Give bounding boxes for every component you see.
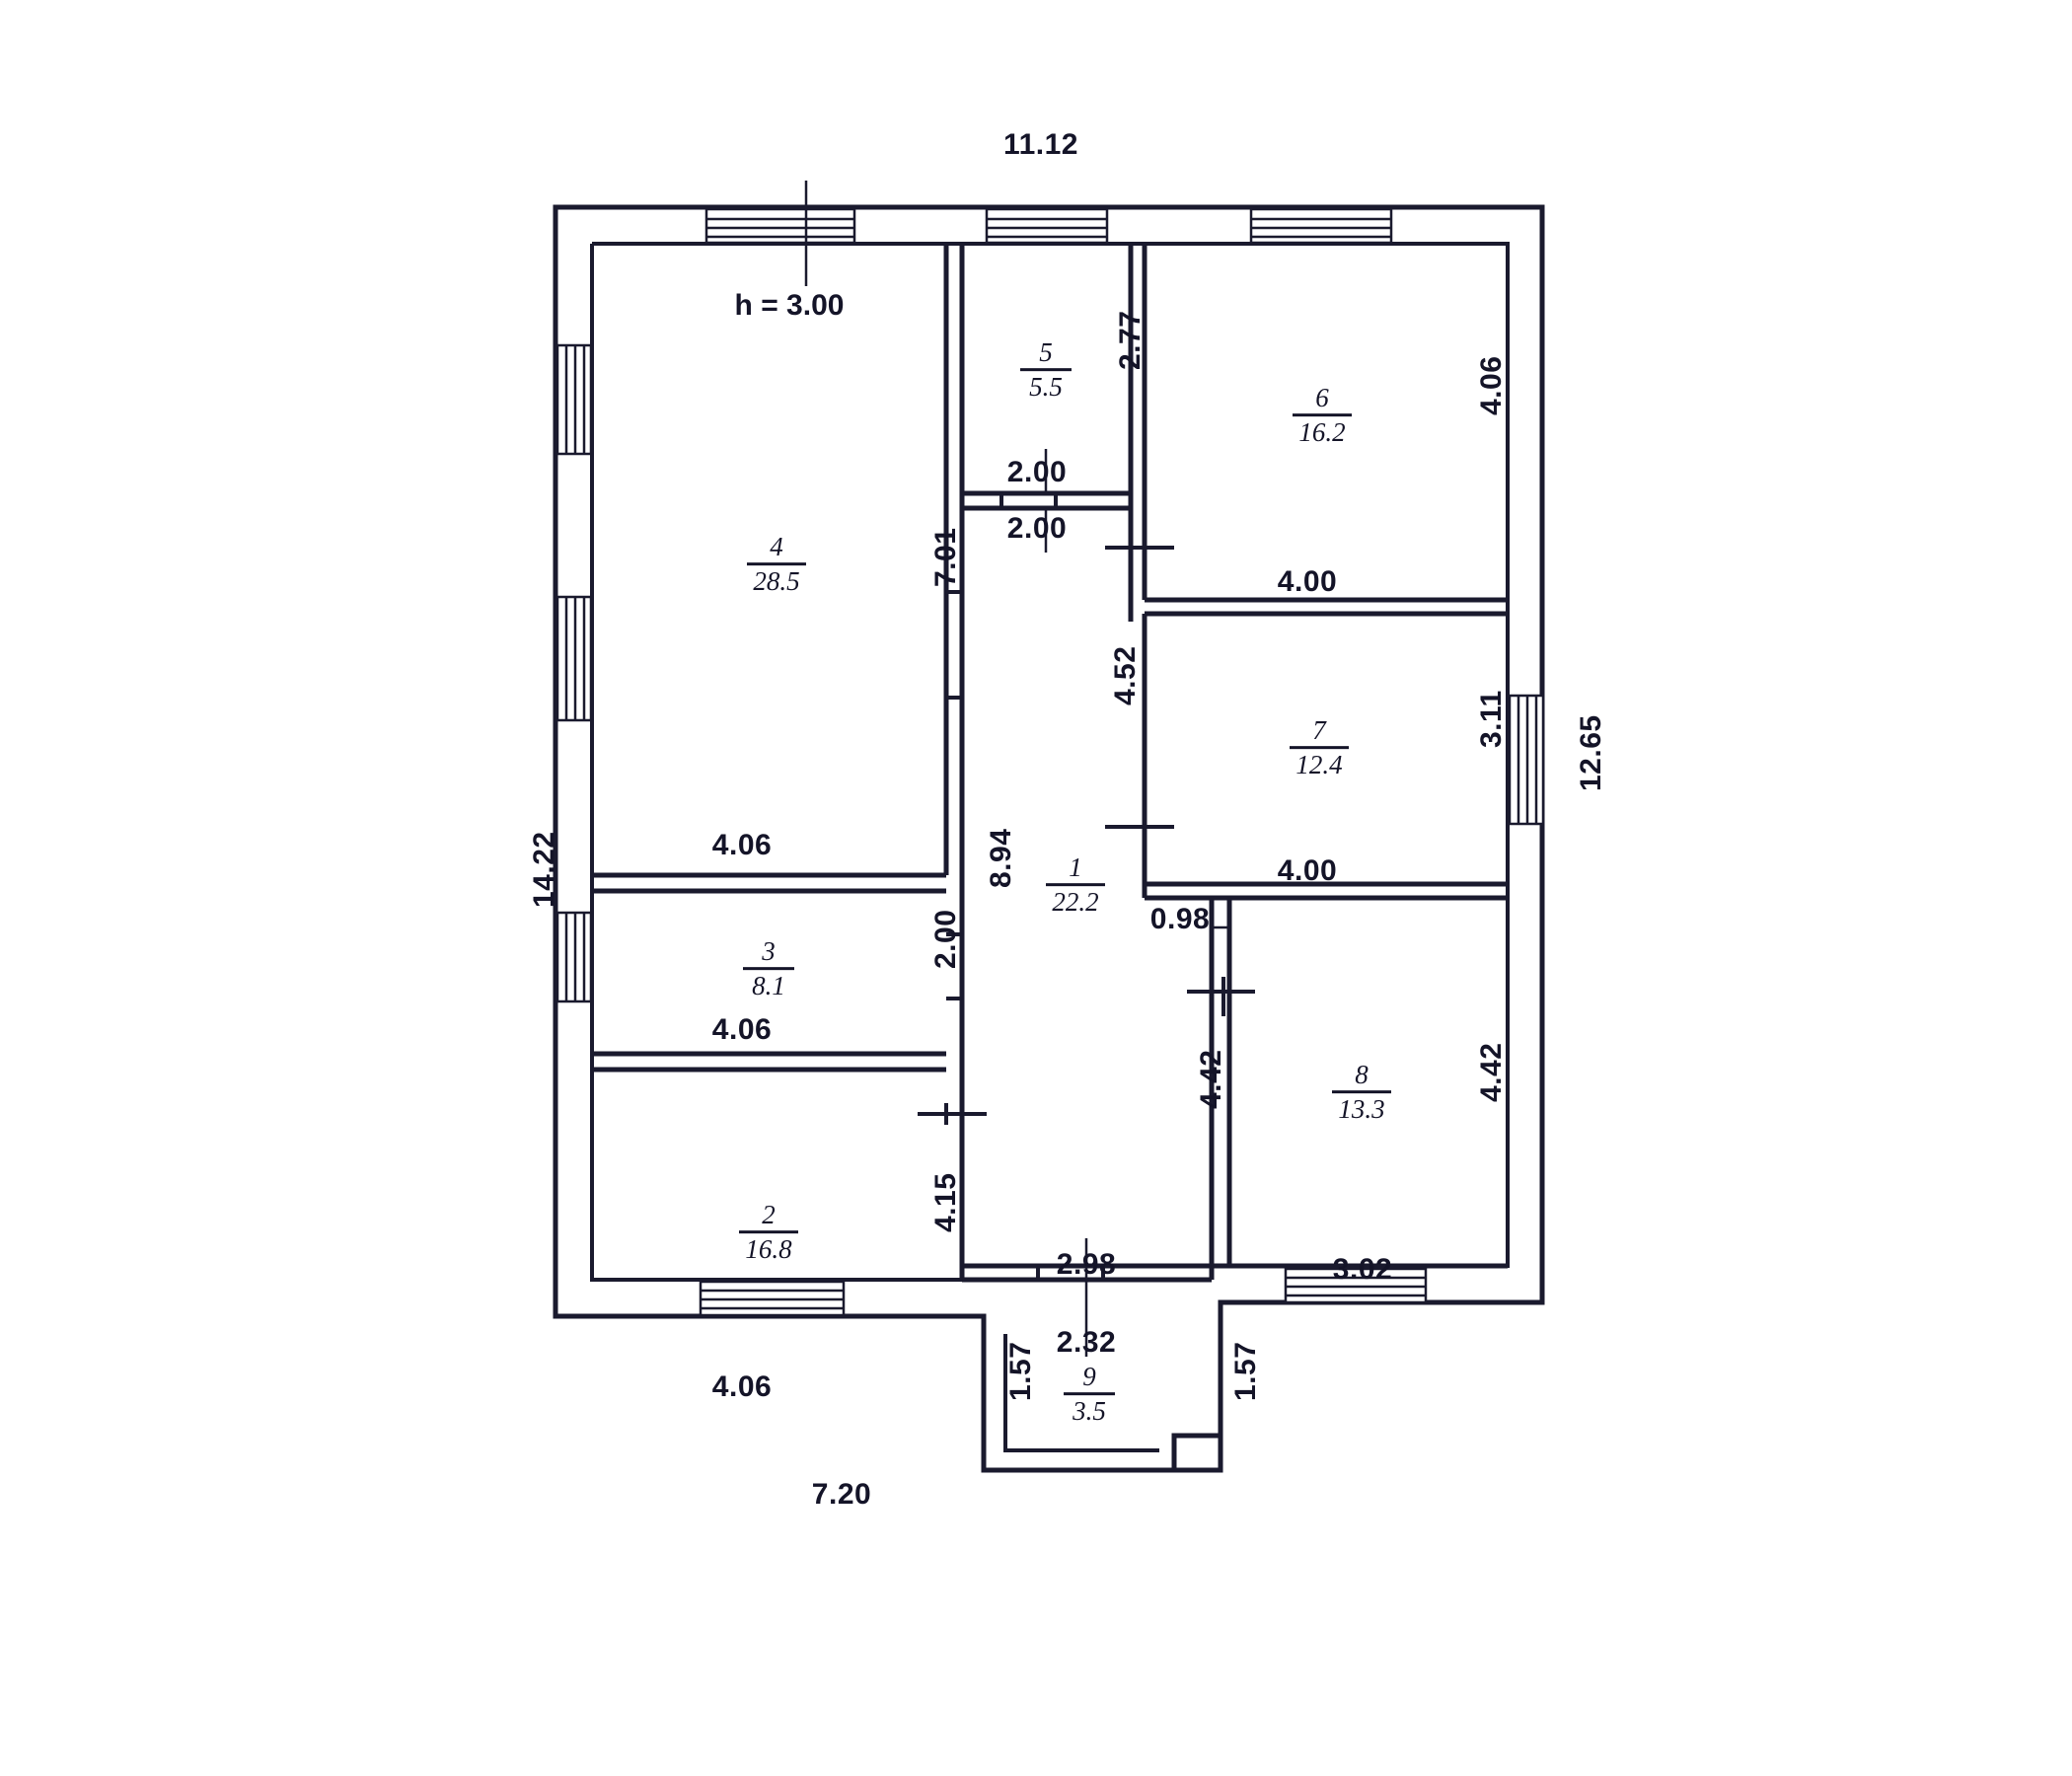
ceiling-height-note: h = 3.00: [734, 289, 845, 322]
room-label-9: 9 3.5: [1064, 1363, 1115, 1426]
fraction-bar: [1290, 746, 1349, 750]
room-number: 6: [1315, 383, 1329, 413]
exterior-wall-outer: [553, 204, 1545, 1473]
dimension-room6-height: 4.06: [1475, 355, 1508, 415]
dimension-porch-top: 2.98: [1056, 1248, 1117, 1281]
partition-room4-room3: [592, 872, 946, 894]
fraction-bar: [1064, 1392, 1115, 1396]
window-top-right: [1249, 207, 1393, 245]
room-label-3: 3 8.1: [743, 937, 794, 1000]
room-label-8: 8 13.3: [1332, 1061, 1391, 1124]
dimension-left-overall: 14.22: [528, 831, 560, 908]
fraction-bar: [1046, 883, 1105, 887]
room-area: 16.2: [1298, 417, 1346, 448]
room-label-7: 7 12.4: [1290, 716, 1349, 779]
dimension-room2-height: 4.15: [929, 1172, 962, 1232]
room-area: 28.5: [753, 566, 800, 597]
fraction-bar: [1332, 1090, 1391, 1094]
room-label-1: 1 22.2: [1046, 853, 1105, 917]
dimension-room5-width: 2.00: [1006, 456, 1068, 488]
fraction-bar: [747, 562, 806, 566]
window-right-room7: [1508, 694, 1545, 826]
room-area: 8.1: [752, 971, 785, 1001]
window-top-left: [704, 207, 856, 245]
room-area: 5.5: [1029, 372, 1063, 403]
dimension-top-overall: 11.12: [1003, 128, 1078, 161]
window-left-room3: [555, 911, 593, 1003]
room-number: 5: [1039, 337, 1053, 368]
dimension-porch-right: 1.57: [1229, 1341, 1262, 1401]
window-bottom-right: [1284, 1267, 1428, 1304]
door-openings: [918, 493, 1255, 1280]
dimension-hall-top-width: 2.00: [1006, 512, 1068, 545]
room-area: 12.4: [1295, 750, 1343, 780]
room-number: 7: [1312, 715, 1326, 746]
dimension-right-overall: 12.65: [1575, 714, 1607, 791]
window-left-mid: [555, 595, 593, 722]
room-area: 3.5: [1073, 1396, 1106, 1427]
dimension-room4-width: 4.06: [711, 829, 773, 861]
room-number: 1: [1069, 852, 1082, 883]
partition-room3-room2: [592, 1051, 946, 1073]
dimension-room5-height: 2.77: [1114, 310, 1147, 370]
dimension-porch-left: 1.57: [1004, 1341, 1037, 1401]
room-area: 16.8: [745, 1234, 792, 1265]
fraction-bar: [743, 967, 794, 971]
porch-outline: [981, 1316, 1223, 1473]
dimension-room4-height: 7.01: [929, 527, 962, 587]
room-label-6: 6 16.2: [1293, 384, 1352, 447]
dimension-room3-width: 4.06: [711, 1013, 773, 1046]
dimension-room2-width: 4.06: [711, 1370, 773, 1403]
dimension-room7-height: 3.11: [1475, 690, 1508, 748]
window-bottom-left: [699, 1280, 846, 1317]
fraction-bar: [739, 1230, 798, 1234]
dimension-bottom-overall: 7.20: [811, 1478, 872, 1511]
window-top-center: [985, 207, 1109, 245]
partition-room8: [1145, 895, 1508, 1280]
porch-outline-inner: [1003, 1334, 1159, 1452]
room-area: 13.3: [1338, 1094, 1385, 1125]
room-area: 22.2: [1052, 887, 1099, 918]
room-label-4: 4 28.5: [747, 533, 806, 596]
dimension-hall-height: 8.94: [985, 828, 1017, 888]
dimension-porch-width: 2.32: [1056, 1326, 1117, 1359]
dimension-hall-neck: 0.98: [1149, 903, 1211, 935]
room-number: 8: [1355, 1060, 1369, 1090]
room-number: 3: [762, 936, 776, 967]
room-number: 9: [1082, 1362, 1096, 1392]
room-number: 2: [762, 1200, 776, 1230]
dimension-room8-width: 3.02: [1332, 1253, 1393, 1286]
fraction-bar: [1293, 413, 1352, 417]
room-number: 4: [770, 532, 783, 562]
room-label-2: 2 16.8: [739, 1201, 798, 1264]
dimension-hall-mid-height: 4.52: [1109, 645, 1142, 705]
dimension-room8-height: 4.42: [1475, 1042, 1508, 1102]
dimension-room3-height: 2.00: [929, 909, 962, 969]
room-label-5: 5 5.5: [1020, 338, 1072, 402]
dimension-room7-width: 4.00: [1277, 854, 1338, 887]
fraction-bar: [1020, 368, 1072, 372]
dimension-room8-left: 4.42: [1195, 1049, 1227, 1109]
window-left-upper: [555, 343, 593, 456]
dimension-leaders: [804, 181, 1229, 1357]
dimension-room6-width: 4.00: [1277, 565, 1338, 598]
